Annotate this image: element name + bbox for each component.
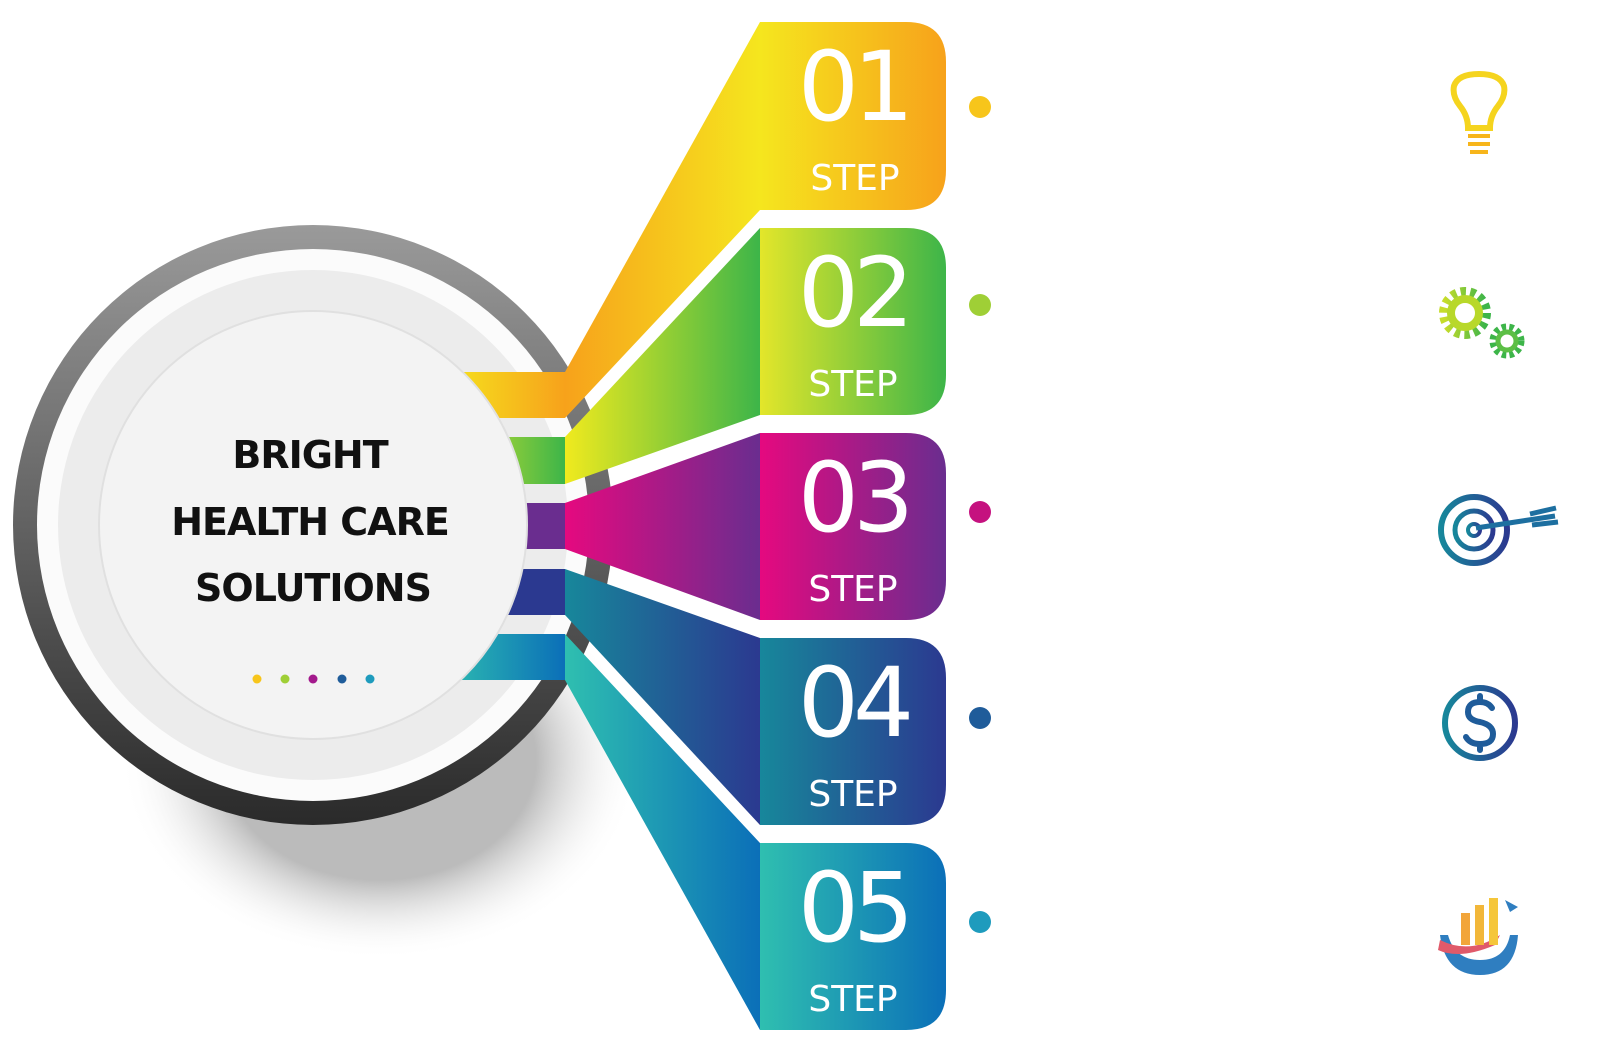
step-dot-4: [969, 707, 991, 729]
step-number: 02: [798, 237, 908, 349]
dot-3: [308, 674, 318, 684]
step-label: STEP: [810, 158, 899, 199]
fan-1: [565, 22, 760, 418]
card-shape: [760, 843, 946, 1030]
step-dot-3: [969, 501, 991, 523]
step-dot-2: [969, 294, 991, 316]
card-shape: [760, 433, 946, 620]
dot-1: [252, 674, 262, 684]
step-label: STEP: [808, 569, 897, 610]
dot-2: [280, 674, 290, 684]
title-line-1: BRIGHT: [232, 433, 388, 477]
card-shape: [760, 22, 946, 210]
fan-4: [565, 569, 760, 825]
step-number: 03: [798, 442, 908, 554]
card-shape: [760, 228, 946, 415]
step-label: STEP: [808, 774, 897, 815]
step-label: STEP: [808, 364, 897, 405]
title-line-3: SOLUTIONS: [195, 566, 431, 610]
dollar-coin-icon: [1442, 685, 1518, 761]
lightbulb-icon: [1450, 70, 1508, 154]
step-number: 01: [798, 31, 908, 143]
step-card-3: 03 STEP: [760, 433, 946, 620]
step-dot-5: [969, 911, 991, 933]
step-card-2: 02 STEP: [760, 228, 946, 415]
title-line-2: HEALTH CARE: [171, 500, 449, 544]
growth-chart-icon: [1438, 898, 1518, 975]
target-icon: [1438, 494, 1559, 566]
fan-3: [565, 433, 760, 620]
center-disc: [98, 310, 528, 740]
dot-5: [365, 674, 375, 684]
center-dots: [252, 674, 375, 684]
step-card-4: 04 STEP: [760, 638, 946, 825]
step-number: 05: [798, 852, 908, 964]
fan-5: [565, 634, 760, 1030]
fan-2: [565, 228, 760, 484]
dot-4: [337, 674, 347, 684]
step-card-5: 05 STEP: [760, 843, 946, 1030]
step-card-1: 01 STEP: [760, 22, 946, 210]
step-dot-1: [969, 96, 991, 118]
gears-icon: [1439, 287, 1525, 359]
step-label: STEP: [808, 979, 897, 1020]
step-number: 04: [798, 647, 909, 759]
card-shape: [760, 638, 946, 825]
